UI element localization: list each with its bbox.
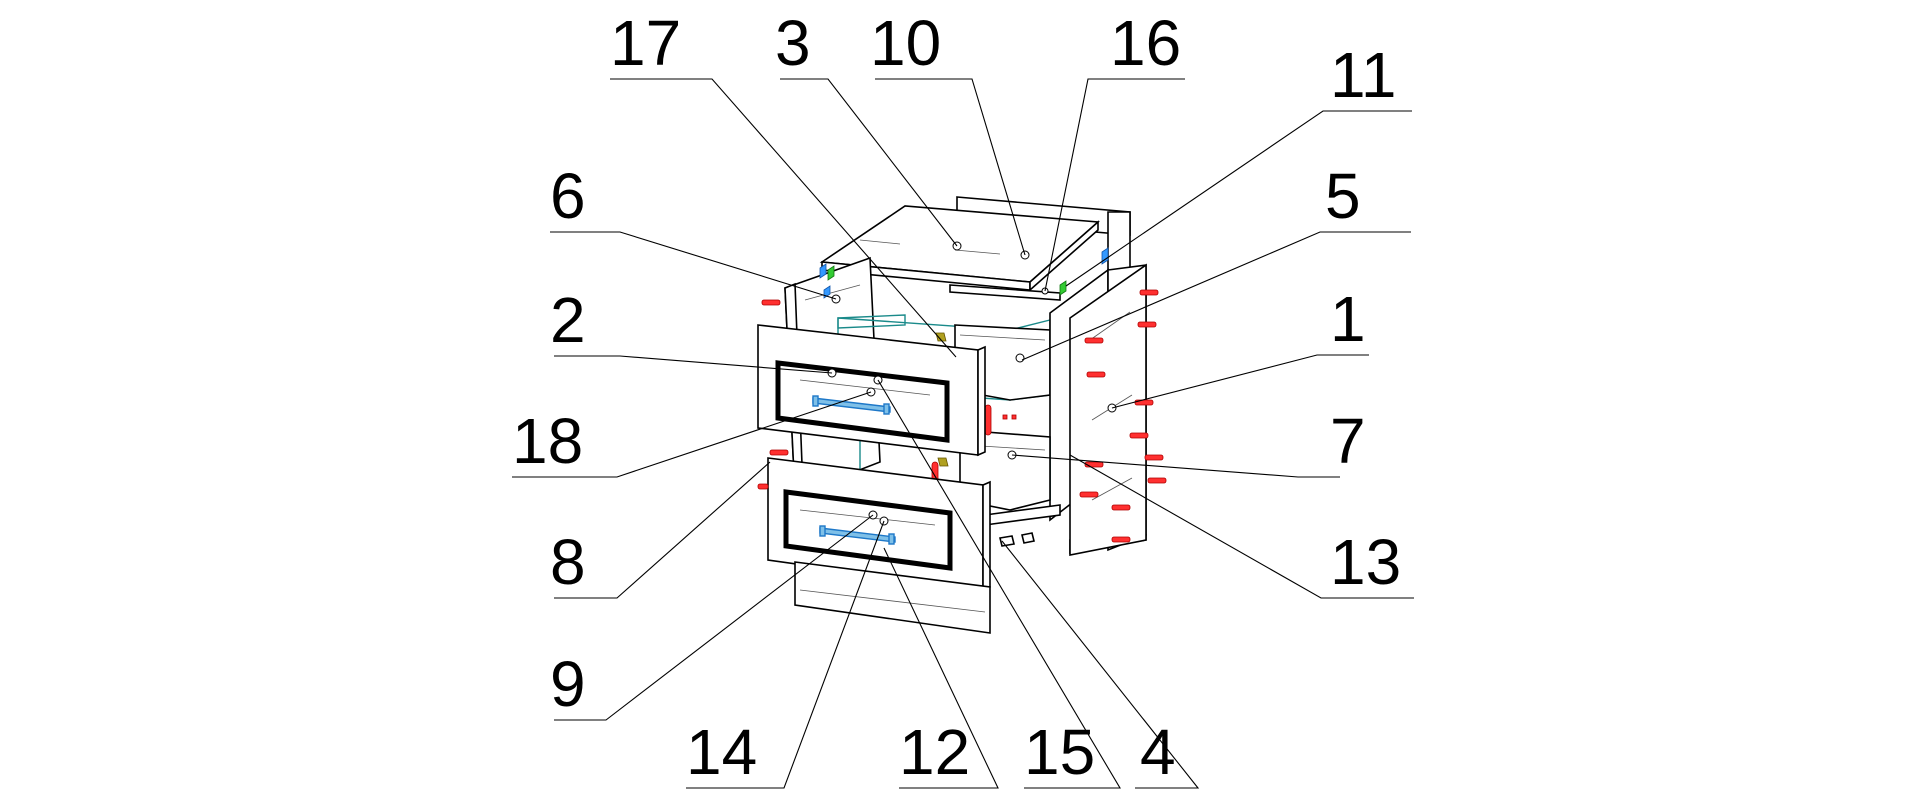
callout-15: 15	[1024, 716, 1095, 788]
callout-1: 1	[1330, 283, 1366, 355]
callout-10: 10	[870, 7, 941, 79]
callout-18: 18	[512, 405, 583, 477]
callout-16: 16	[1110, 7, 1181, 79]
callout-13: 13	[1330, 526, 1401, 598]
callout-2: 2	[550, 284, 586, 356]
callout-12: 12	[899, 716, 970, 788]
callout-7: 7	[1330, 405, 1366, 477]
callout-4: 4	[1140, 716, 1176, 788]
upper-drawer-front	[757, 324, 986, 457]
callout-9: 9	[550, 648, 586, 720]
right-side-panel	[1049, 263, 1147, 556]
callout-numbers: 17 3 10 16 11 6 5 2 1 18 7 8 13 9 14 12 …	[512, 7, 1401, 788]
plinth-panel	[794, 561, 991, 634]
callout-8: 8	[550, 526, 586, 598]
callout-17: 17	[610, 7, 681, 79]
lower-drawer-front	[767, 457, 991, 592]
callout-3: 3	[775, 7, 811, 79]
top-panel	[819, 205, 1100, 292]
callout-5: 5	[1325, 160, 1361, 232]
callout-11: 11	[1330, 39, 1396, 111]
callout-14: 14	[686, 716, 757, 788]
callout-6: 6	[550, 160, 586, 232]
leader-lines	[512, 78, 1414, 789]
